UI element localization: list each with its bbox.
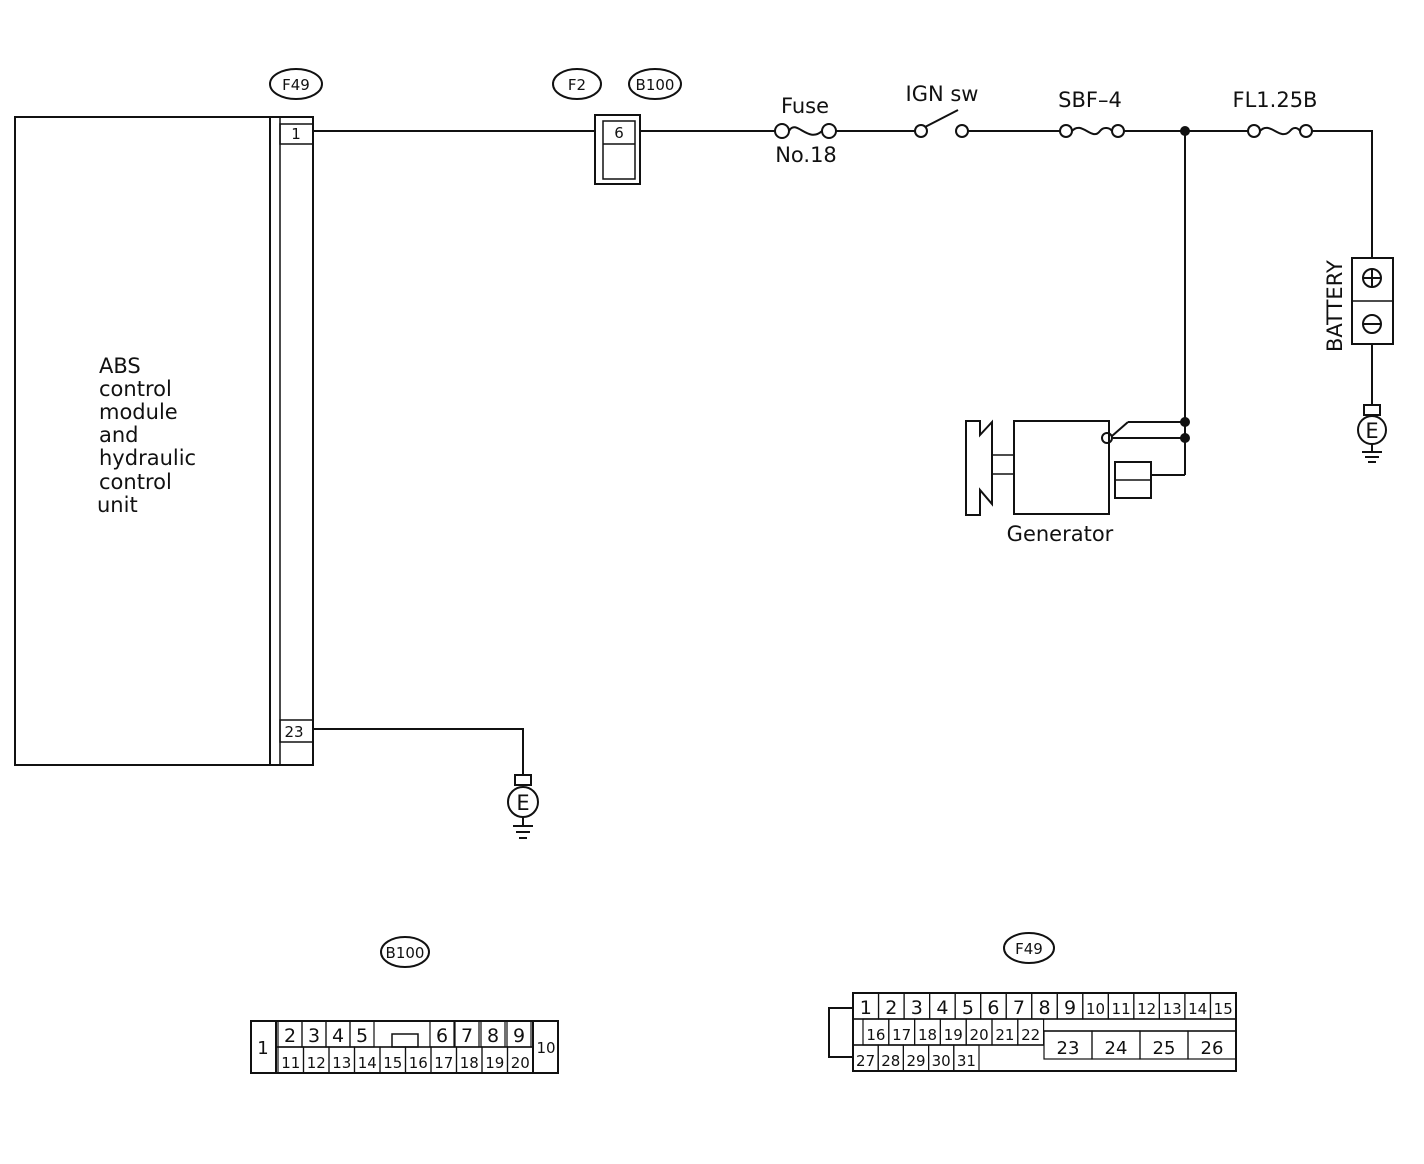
generator: Generator <box>965 419 1185 546</box>
connector-cavity-label: 16 <box>409 1054 428 1072</box>
connector-cavity-label: 29 <box>906 1052 925 1070</box>
wire-pin23-to-ground <box>313 728 524 775</box>
svg-text:B100: B100 <box>386 944 425 962</box>
connector-cavity-label: 14 <box>1188 1000 1207 1018</box>
connector-cavity-label: 19 <box>944 1026 963 1044</box>
connector-cavity-label: 21 <box>995 1026 1014 1044</box>
svg-text:1: 1 <box>257 1038 268 1059</box>
svg-text:F2: F2 <box>568 76 586 94</box>
connector-cavity-label: 9 <box>1064 997 1076 1019</box>
connector-cavity-label: 12 <box>1137 1000 1156 1018</box>
svg-text:10: 10 <box>536 1039 555 1057</box>
connector-cavity-label: 4 <box>936 997 948 1019</box>
connector-cavity-label: 8 <box>487 1025 499 1047</box>
connector-cavity-label: 17 <box>434 1054 453 1072</box>
inline-connector-f2-b100: 6 <box>594 114 641 185</box>
fuse-sbf4: SBF–4 <box>1058 88 1125 138</box>
svg-text:B100: B100 <box>636 76 675 94</box>
connector-cavity-label: 15 <box>383 1054 402 1072</box>
connector-cavity-label: 2 <box>885 997 897 1019</box>
ground-icon: E <box>507 774 539 839</box>
connector-cavity-label: 18 <box>460 1054 479 1072</box>
battery-ground-icon: E <box>1357 404 1387 463</box>
connector-cavity-label: 31 <box>957 1052 976 1070</box>
connector-cavity-label: 6 <box>436 1025 448 1047</box>
connector-cavity-label: 11 <box>1112 1000 1131 1018</box>
fuse-number-label: No.18 <box>775 143 837 167</box>
connector-cavity-label: 10 <box>1086 1000 1105 1018</box>
svg-text:E: E <box>1365 419 1378 443</box>
generator-label: Generator <box>1007 522 1114 546</box>
connector-cavity-label: 8 <box>1038 997 1050 1019</box>
sbf4-label: SBF–4 <box>1058 88 1122 112</box>
connector-cavity-label: 15 <box>1214 1000 1233 1018</box>
connector-cavity-label: 27 <box>856 1052 875 1070</box>
connector-cavity-label: 26 <box>1201 1038 1224 1059</box>
connector-cavity-label: 3 <box>911 997 923 1019</box>
connector-cavity-label: 11 <box>281 1054 300 1072</box>
connector-cavity-label: 5 <box>356 1025 368 1047</box>
fuse-no18: Fuse No.18 <box>774 94 837 167</box>
svg-text:E: E <box>516 791 529 815</box>
connector-cavity-label: 13 <box>332 1054 351 1072</box>
fusible-link-fl125b: FL1.25B <box>1233 88 1318 138</box>
battery-label: BATTERY <box>1323 260 1347 352</box>
connector-cavity-label: 25 <box>1153 1038 1176 1059</box>
connector-cavity-label: 22 <box>1021 1026 1040 1044</box>
connector-cavity-label: 23 <box>1057 1038 1080 1059</box>
svg-text:F49: F49 <box>1015 940 1043 958</box>
connector-cavity-label: 16 <box>866 1026 885 1044</box>
connector-cavity-label: 7 <box>1013 997 1025 1019</box>
connector-cavity-label: 28 <box>881 1052 900 1070</box>
battery: BATTERY <box>1323 257 1394 352</box>
connector-cavity-label: 18 <box>918 1026 937 1044</box>
junction-dot <box>1180 417 1190 427</box>
fuse-label: Fuse <box>781 94 829 118</box>
connector-cavity-label: 20 <box>970 1026 989 1044</box>
f2-pin-6: 6 <box>614 124 624 142</box>
f49-pin-1: 1 <box>291 125 301 143</box>
ign-sw-label: IGN sw <box>906 82 979 106</box>
connector-cavity-label: 3 <box>308 1025 320 1047</box>
connector-cavity-label: 19 <box>485 1054 504 1072</box>
f49-pin-23: 23 <box>284 723 303 741</box>
connector-cavity-label: 4 <box>332 1025 344 1047</box>
connector-cavity-label: 14 <box>358 1054 377 1072</box>
connector-cavity-label: 24 <box>1105 1038 1128 1059</box>
fl125b-label: FL1.25B <box>1233 88 1318 112</box>
connector-cavity-label: 17 <box>892 1026 911 1044</box>
connector-tag-f2: F2 <box>552 68 602 100</box>
module-label: ABS control module and hydraulic control… <box>97 354 203 517</box>
ignition-switch: IGN sw <box>906 82 979 138</box>
connector-cavity-label: 7 <box>461 1025 473 1047</box>
connector-cavity-label: 5 <box>962 997 974 1019</box>
connector-cavity-label: 20 <box>511 1054 530 1072</box>
connector-cavity-label: 30 <box>932 1052 951 1070</box>
connector-cavity-label: 9 <box>513 1025 525 1047</box>
svg-text:F49: F49 <box>282 76 310 94</box>
connector-cavity-label: 2 <box>284 1025 296 1047</box>
abs-control-module: 1 23 ABS control module and hydraulic co… <box>14 116 314 766</box>
connector-cavity-label: 12 <box>307 1054 326 1072</box>
connector-cavity-label: 13 <box>1163 1000 1182 1018</box>
connector-tag-b100: B100 <box>628 68 682 100</box>
connector-cavity-label: 1 <box>860 997 872 1019</box>
junction-dot <box>1180 433 1190 443</box>
connector-tag-f49: F49 <box>269 68 323 100</box>
connector-cavity-label: 6 <box>987 997 999 1019</box>
